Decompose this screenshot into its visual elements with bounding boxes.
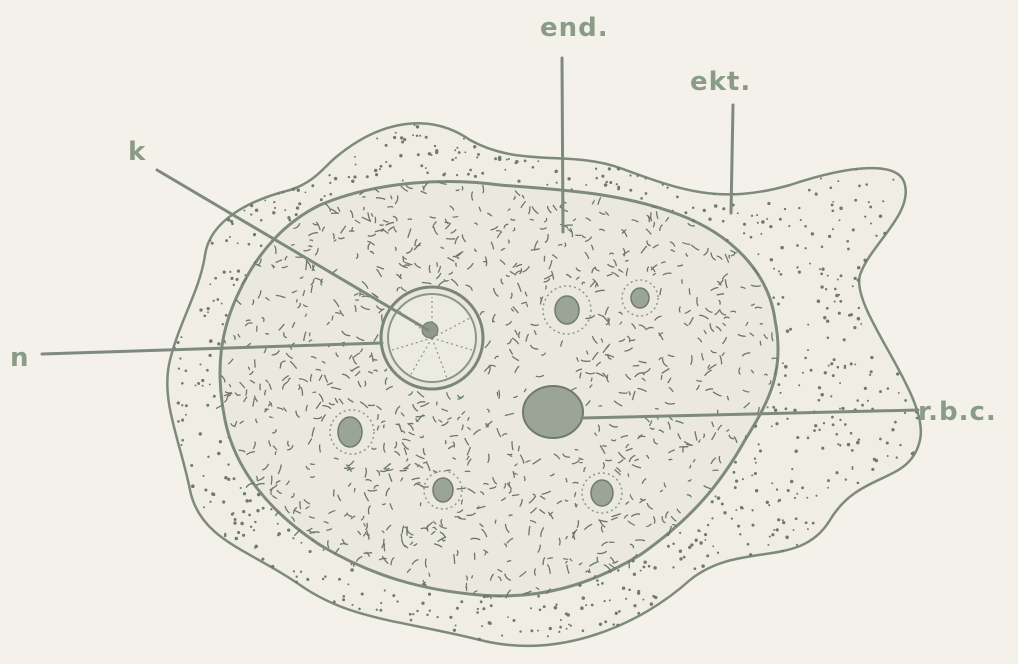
karyosome bbox=[422, 322, 438, 338]
leader-line-end bbox=[562, 58, 563, 232]
label-nucleus: n bbox=[10, 343, 30, 373]
label-karyosome: k bbox=[128, 137, 146, 167]
label-ectoplasm: ekt. bbox=[690, 67, 751, 97]
label-red-blood-cell: r.b.c. bbox=[918, 397, 997, 427]
label-endoplasm: end. bbox=[540, 13, 609, 43]
leader-line-ekt bbox=[731, 105, 733, 213]
red-blood-cell bbox=[523, 386, 583, 438]
